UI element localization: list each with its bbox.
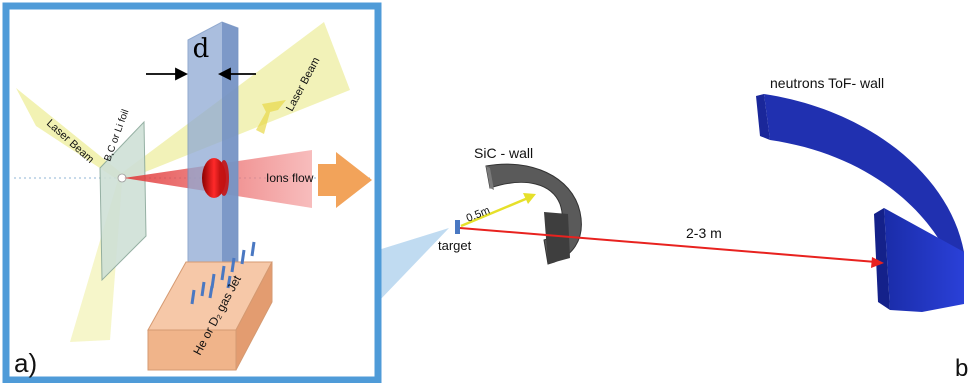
ions-flow-arrow [318, 152, 372, 208]
foil [99, 120, 147, 282]
tof-distance-label: 2-3 m [686, 225, 722, 241]
gas-jet-nozzles [190, 241, 256, 305]
tof-wall [756, 94, 964, 312]
callout-wedge [378, 228, 449, 302]
sic-distance-label: 0.5m [465, 204, 492, 224]
target-marker [455, 220, 460, 234]
panel-a-label: a) [14, 348, 37, 378]
tof-distance-arrow [459, 227, 884, 268]
panel-a: d Laser Beam Laser Beam B,C or Li foil I… [2, 2, 449, 383]
panel-b: SiC - wall 0.5m target 2-3 m neutrons To… [438, 75, 968, 382]
gas-jet-plate-side [222, 22, 238, 316]
sic-wall [485, 163, 582, 265]
sic-wall-label: SiC - wall [474, 145, 533, 161]
thickness-arrows [146, 67, 256, 81]
laser-beam-left [16, 88, 125, 180]
gas-jet-base-side [235, 261, 273, 371]
ions-flow-label: Ions flow [266, 171, 314, 185]
panel-b-label: b [955, 355, 968, 382]
target-label: target [438, 238, 472, 253]
thickness-label: d [193, 34, 210, 64]
sic-distance-arrow [460, 193, 536, 228]
tof-wall-label: neutrons ToF- wall [770, 75, 884, 91]
laser-direction-arrow [256, 100, 286, 134]
